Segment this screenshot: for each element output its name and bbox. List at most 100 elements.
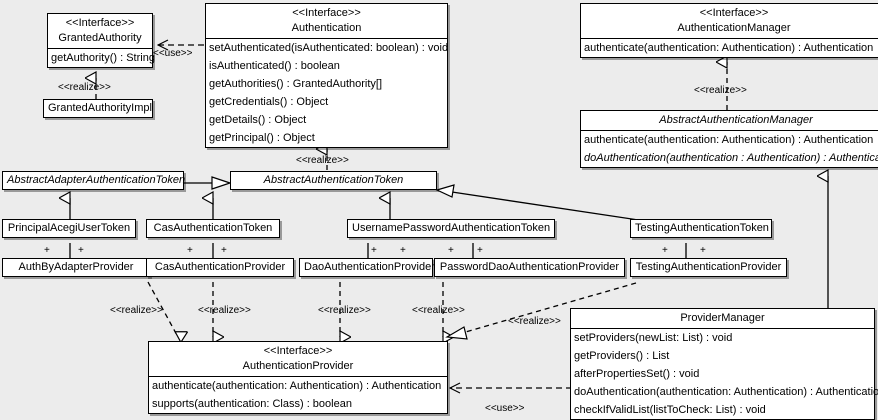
class-auth-by-adapter-provider[interactable]: AuthByAdapterProvider [2,258,150,277]
class-name: AuthenticationProvider [242,360,354,372]
class-header: <<Interface>> AuthenticationProvider [149,342,447,376]
operation: getCredentials() : Object [209,96,329,108]
edge-label-realize-dao-authentication-provider: <<realize>> [318,305,371,316]
operation: setProviders(newList: List) : void [574,332,733,344]
class-name: GrantedAuthorityImpl [48,102,152,114]
class-name: TestingAuthenticationProvider [635,261,782,273]
class-header: TestingAuthenticationToken [631,220,771,237]
operations-compartment: setAuthenticated(isAuthenticated: boolea… [206,38,449,147]
edge-label-realize-auth-by-adapter-provider: <<realize>> [110,305,163,316]
class-name: UsernamePasswordAuthenticationToken [352,222,551,234]
operation: setAuthenticated(isAuthenticated: boolea… [209,42,449,54]
class-name: ProviderManager [680,312,765,324]
operations-compartment: authenticate(authentication: Authenticat… [581,130,878,167]
operation: getPrincipal() : Object [209,132,315,144]
class-granted-authority-impl[interactable]: GrantedAuthorityImpl [43,99,153,118]
association-marker: + [448,245,454,256]
class-header: ProviderManager [571,309,874,328]
association-marker: + [477,245,483,256]
class-header: CasAuthenticationToken [147,220,279,237]
association-marker: + [221,245,227,256]
class-authentication-manager[interactable]: <<Interface>> AuthenticationManager auth… [580,3,878,58]
association-marker: + [78,245,84,256]
class-authentication[interactable]: <<Interface>> Authentication setAuthenti… [205,3,448,148]
class-name: GrantedAuthority [58,32,142,44]
class-dao-authentication-provider[interactable]: DaoAuthenticationProvider [299,258,435,277]
operation: isAuthenticated() : boolean [209,60,340,72]
edge-label-realize-abstract-authentication-token: <<realize>> [296,155,349,166]
operation: getAuthority() : String [51,52,155,64]
operation: authenticate(authentication: Authenticat… [152,380,442,392]
stereotype-label: <<Interface>> [292,7,361,19]
operations-compartment: getAuthority() : String [48,48,155,67]
operation: authenticate(authentication: Authenticat… [584,42,874,54]
stereotype-label: <<Interface>> [699,7,769,19]
class-testing-authentication-provider[interactable]: TestingAuthenticationProvider [630,258,787,277]
edge-label-realize-testing-authentication-provider: <<realize>> [508,316,561,327]
class-cas-authentication-provider[interactable]: CasAuthenticationProvider [146,258,294,277]
class-name: AbstractAdapterAuthenticationToken [7,174,186,186]
class-name: CasAuthenticationProvider [154,261,286,273]
class-name: Authentication [291,22,362,34]
class-name: AuthByAdapterProvider [18,261,134,273]
class-header: DaoAuthenticationProvider [300,259,435,276]
association-marker: + [44,245,50,256]
operation: doAuthentication(authentication: Authent… [574,386,878,398]
stereotype-label: <<Interface>> [263,345,333,357]
class-name: AbstractAuthenticationToken [263,174,404,186]
class-abstract-adapter-authentication-token[interactable]: AbstractAdapterAuthenticationToken [2,171,186,190]
operation: afterPropertiesSet() : void [574,368,700,380]
association-marker: + [700,245,706,256]
class-name: AuthenticationManager [677,22,791,34]
operation: doAuthentication(authentication : Authen… [584,152,878,164]
association-marker: + [187,245,193,256]
operation: supports(authentication: Class) : boolea… [152,398,352,410]
association-marker: + [371,245,377,256]
class-principal-acegi-user-token[interactable]: PrincipalAcegiUserToken [2,219,136,238]
class-header: <<Interface>> AuthenticationManager [581,4,878,38]
class-header: AbstractAuthenticationManager [581,111,878,130]
operation: checkIfValidList(listToCheck: List) : vo… [574,404,766,416]
operations-compartment: setProviders(newList: List) : void getPr… [571,328,878,419]
class-authentication-provider[interactable]: <<Interface>> AuthenticationProvider aut… [148,341,448,414]
class-abstract-authentication-manager[interactable]: AbstractAuthenticationManager authentica… [580,110,878,168]
class-provider-manager[interactable]: ProviderManager setProviders(newList: Li… [570,308,878,420]
class-header: <<Interface>> GrantedAuthority [48,14,152,48]
class-header: TestingAuthenticationProvider [631,259,786,276]
class-name: AbstractAuthenticationManager [659,114,813,126]
operations-compartment: authenticate(authentication: Authenticat… [581,38,878,57]
class-header: <<Interface>> Authentication [206,4,447,38]
class-username-password-authentication-token[interactable]: UsernamePasswordAuthenticationToken [347,219,555,238]
class-header: AbstractAdapterAuthenticationToken [3,172,186,189]
class-name: DaoAuthenticationProvider [304,261,435,273]
edge-label-use-provider-manager: <<use>> [485,403,525,414]
operation: getDetails() : Object [209,114,307,126]
edge-label-realize-cas-authentication-provider: <<realize>> [198,305,251,316]
class-password-dao-authentication-provider[interactable]: PasswordDaoAuthenticationProvider [434,258,625,277]
edge-label-realize-grantedauthorityimpl: <<realize>> [58,82,111,93]
class-name: PasswordDaoAuthenticationProvider [439,261,620,273]
class-header: UsernamePasswordAuthenticationToken [348,220,554,237]
operation: getAuthorities() : GrantedAuthority[] [209,78,383,90]
association-marker: + [662,245,668,256]
class-testing-authentication-token[interactable]: TestingAuthenticationToken [630,219,772,238]
edge-label-realize-password-dao-authentication-provider: <<realize>> [412,305,465,316]
operation: authenticate(authentication: Authenticat… [584,134,874,146]
class-header: GrantedAuthorityImpl [44,100,152,117]
class-header: PasswordDaoAuthenticationProvider [435,259,624,276]
class-abstract-authentication-token[interactable]: AbstractAuthenticationToken [230,171,437,190]
class-name: TestingAuthenticationToken [635,222,769,234]
class-cas-authentication-token[interactable]: CasAuthenticationToken [146,219,280,238]
edge-label-realize-abstract-authentication-manager: <<realize>> [694,85,747,96]
class-name: CasAuthenticationToken [153,222,273,234]
class-header: AuthByAdapterProvider [3,259,149,276]
class-header: PrincipalAcegiUserToken [3,220,135,237]
class-name: PrincipalAcegiUserToken [7,222,131,234]
association-marker: + [400,245,406,256]
edge-label-use-authentication-grantedauthority: <<use>> [153,48,193,59]
class-header: AbstractAuthenticationToken [231,172,436,189]
operation: getProviders() : List [574,350,670,362]
class-granted-authority[interactable]: <<Interface>> GrantedAuthority getAuthor… [47,13,155,68]
operations-compartment: authenticate(authentication: Authenticat… [149,376,447,413]
